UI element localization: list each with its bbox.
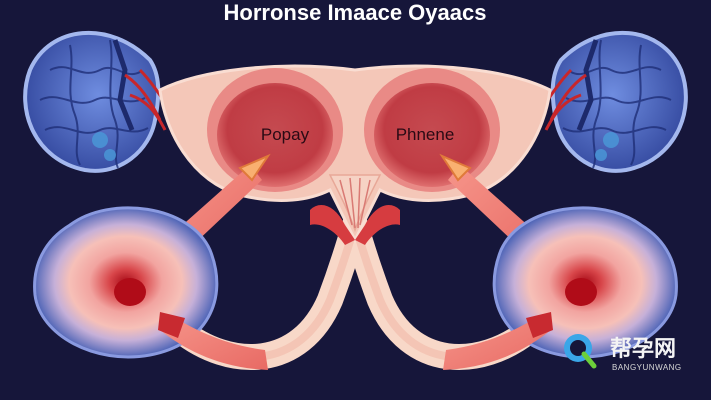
lower-curved-tube [167,183,543,370]
left-lower-tube [158,312,268,370]
left-brain [23,30,172,173]
right-chamber [364,68,500,192]
diagram-title: Horronse Imaace Oyaacs [224,0,487,25]
center-funnel [310,174,400,245]
left-arrow-icon [238,153,271,182]
watermark: 帮孕网 BANGYUNWANG [564,334,682,372]
left-chamber [207,68,343,192]
right-lower-tube [443,312,553,370]
left-chamber-label: Popay [261,125,310,144]
right-chamber-label: Phnene [396,125,455,144]
watermark-brand: 帮孕网 [610,336,676,362]
right-brain [539,30,688,173]
watermark-site: BANGYUNWANG [612,363,682,372]
watermark-logo-icon [564,334,597,369]
right-arrow-icon [439,153,472,182]
